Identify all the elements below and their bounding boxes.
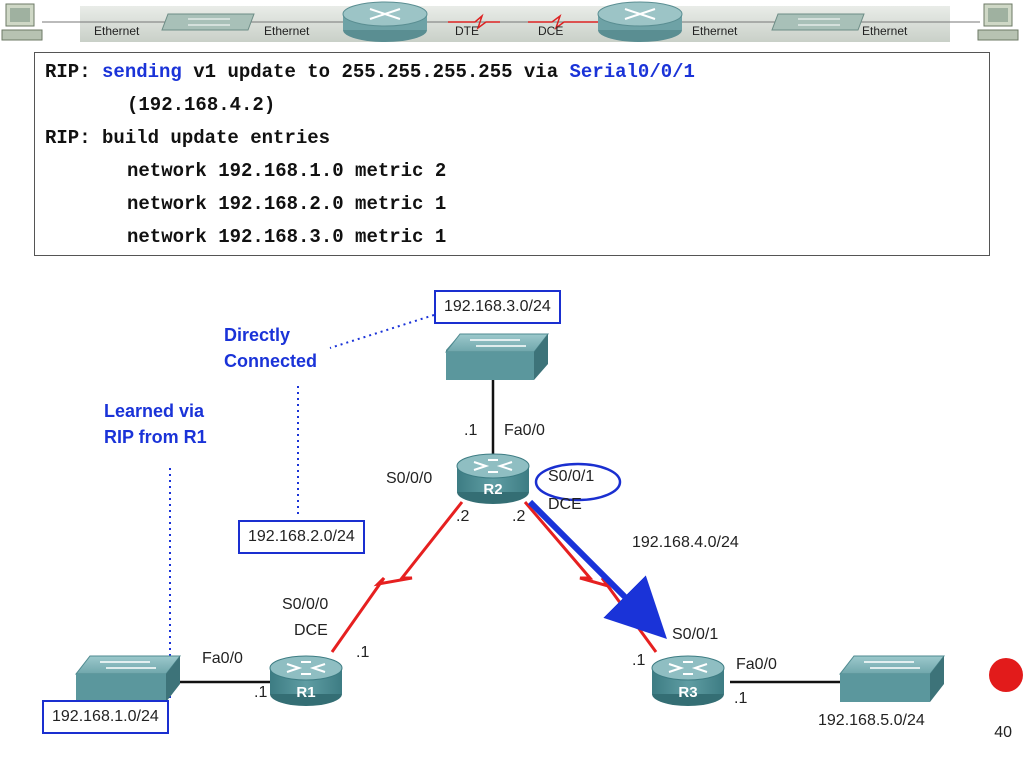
network-box-192-168-1-0: 192.168.1.0/24 xyxy=(42,700,169,734)
network-box-192-168-3-0: 192.168.3.0/24 xyxy=(434,290,561,324)
r2-s000-ip-suffix: .2 xyxy=(456,508,470,525)
serial-link-r1-r2 xyxy=(330,501,464,653)
r2-fa0-ip-suffix: .1 xyxy=(464,422,478,439)
banner-router-left-icon xyxy=(342,1,428,42)
r3-s001-ip-suffix: .1 xyxy=(632,652,646,669)
network-box-192-168-2-0: 192.168.2.0/24 xyxy=(238,520,365,554)
r2-s001-ip-suffix: .2 xyxy=(512,508,526,525)
r2-dce-label: DCE xyxy=(548,496,582,513)
debug-line-6: network 192.168.3.0 metric 1 xyxy=(127,226,447,248)
r3-fa0-ip-suffix: .1 xyxy=(734,690,748,707)
router-r2-label: R2 xyxy=(483,481,502,498)
router-r3-icon: R3 xyxy=(651,655,725,706)
banner-switch-right-icon xyxy=(771,13,865,31)
network-label-192-168-4-0: 192.168.4.0/24 xyxy=(632,534,739,551)
annotation-directly-connected: Directly Connected xyxy=(224,322,317,374)
r2-fa0-label: Fa0/0 xyxy=(504,422,545,439)
banner-router-right-icon xyxy=(597,1,683,42)
debug-line-4: network 192.168.1.0 metric 2 xyxy=(127,160,447,182)
debug-prefix: RIP: xyxy=(45,61,103,83)
banner-label-ethernet-2: Ethernet xyxy=(264,24,310,38)
banner-switch-left-icon xyxy=(161,13,255,31)
banner-label-dce: DCE xyxy=(538,24,564,38)
interface-highlight-ellipse xyxy=(534,462,622,502)
r3-s001-label: S0/0/1 xyxy=(672,626,719,643)
router-r3-label: R3 xyxy=(678,684,697,701)
router-r2-icon: R2 xyxy=(456,453,530,504)
red-marker-dot-icon xyxy=(989,658,1023,692)
r1-s000-label: S0/0/0 xyxy=(282,596,329,613)
debug-output-box: RIP: sending v1 update to 255.255.255.25… xyxy=(34,52,990,256)
annotation-directly: Directly xyxy=(224,325,291,345)
debug-line-5: network 192.168.2.0 metric 1 xyxy=(127,193,447,215)
r1-dce-label: DCE xyxy=(294,622,328,639)
r3-fa0-label: Fa0/0 xyxy=(736,656,777,673)
router-r1-label: R1 xyxy=(296,684,315,701)
page-number: 40 xyxy=(994,724,1012,741)
debug-keyword-sending: sending xyxy=(102,61,182,83)
switch-r2-lan-icon xyxy=(444,333,550,380)
annotation-rip-from-r1: RIP from R1 xyxy=(104,427,207,447)
pc-right-icon xyxy=(977,3,1019,41)
topology-graphic: R2 R1 R3 xyxy=(74,314,1023,706)
r2-s001-label: S0/0/1 xyxy=(548,468,595,485)
serial-link-r2-r3 xyxy=(523,501,658,653)
debug-interface: Serial0/0/1 xyxy=(569,61,695,83)
r1-s000-ip-suffix: .1 xyxy=(356,644,370,661)
rip-update-arrow-icon xyxy=(527,499,667,639)
annotation-learned-via-rip: Learned via RIP from R1 xyxy=(104,398,207,450)
banner-label-dte: DTE xyxy=(455,24,479,38)
banner-label-ethernet-3: Ethernet xyxy=(692,24,738,38)
r1-fa0-label: Fa0/0 xyxy=(202,650,243,667)
banner-label-ethernet-1: Ethernet xyxy=(94,24,140,38)
network-label-192-168-5-0: 192.168.5.0/24 xyxy=(818,712,925,729)
banner-graphic xyxy=(0,0,1024,48)
annotation-connected: Connected xyxy=(224,351,318,371)
debug-line-2: (192.168.4.2) xyxy=(127,94,276,116)
topology-banner: Ethernet Ethernet DTE DCE Ethernet Ether… xyxy=(0,0,1024,48)
r2-s000-label: S0/0/0 xyxy=(386,470,433,487)
debug-middle: v1 update to 255.255.255.255 via xyxy=(181,61,570,83)
switch-r1-lan-icon xyxy=(74,655,182,702)
topology-diagram: R2 R1 R3 192.168.3.0/24 192.168.2.0/24 1… xyxy=(0,260,1024,768)
annotation-learned-via: Learned via xyxy=(104,401,205,421)
debug-line-1: RIP: sending v1 update to 255.255.255.25… xyxy=(45,61,695,83)
switch-r3-lan-icon xyxy=(838,655,946,702)
callout-line-net3 xyxy=(329,314,435,349)
banner-label-ethernet-4: Ethernet xyxy=(862,24,908,38)
r1-fa0-ip-suffix: .1 xyxy=(254,684,268,701)
router-r1-icon: R1 xyxy=(269,655,343,706)
pc-left-icon xyxy=(1,3,43,41)
debug-line-3: RIP: build update entries xyxy=(45,127,331,149)
